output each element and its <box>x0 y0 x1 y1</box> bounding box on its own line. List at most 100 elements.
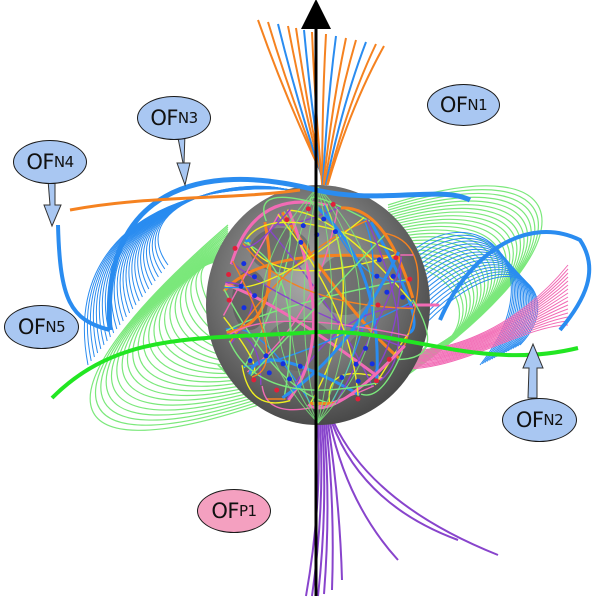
blue-fan-left <box>83 188 329 366</box>
open-field-line-north <box>324 41 367 186</box>
open-field-line-south <box>327 422 343 581</box>
inner-field-line <box>225 327 312 406</box>
footpoint-dot <box>226 297 232 303</box>
footpoint-dot <box>393 255 399 261</box>
label-of-n4-base: OF <box>26 150 54 174</box>
separatrix-orange <box>69 188 301 212</box>
south-open-field-lines <box>305 422 499 597</box>
inner-field-line <box>281 251 400 399</box>
footpoint-dot <box>363 345 368 351</box>
footpoint-dot <box>298 239 304 245</box>
open-field-line-south <box>331 422 459 541</box>
inner-field-line <box>263 196 324 222</box>
inner-field-line <box>248 358 361 397</box>
footpoint-dot <box>232 245 238 251</box>
inner-field-line <box>222 253 403 293</box>
inner-field-line <box>228 340 378 391</box>
separatrix-blue-right <box>438 230 592 332</box>
open-field-line-south <box>333 422 499 556</box>
footpoint-dot <box>241 261 247 267</box>
footpoint-dot <box>266 370 272 376</box>
inner-field-line <box>374 333 410 386</box>
inner-field-line <box>246 207 339 373</box>
label-of-p1-base: OF <box>211 499 239 523</box>
label-of-n3-base: OF <box>150 106 178 130</box>
label-pointers <box>43 132 544 399</box>
inner-field-line <box>313 203 379 384</box>
green-loop-left <box>105 230 259 416</box>
blue-coil-right <box>397 256 526 355</box>
green-loop-left <box>94 226 259 426</box>
inner-field-line <box>227 333 262 385</box>
open-field-line-south <box>325 422 334 591</box>
open-field-line-north <box>322 37 347 186</box>
inner-field-line <box>245 221 400 255</box>
open-field-line-north <box>321 35 337 186</box>
footpoint-dot <box>251 377 257 383</box>
label-of-n1-sub: N1 <box>467 96 488 114</box>
inner-field-line <box>225 278 410 332</box>
open-field-line-south <box>329 422 399 561</box>
inner-field-line <box>227 320 409 337</box>
footpoint-dot <box>374 378 379 384</box>
open-field-line-south <box>317 422 326 597</box>
green-loop-left <box>116 234 259 406</box>
open-field-line-south <box>323 422 329 595</box>
label-of-n2-base: OF <box>515 408 544 432</box>
footpoint-dot <box>339 375 345 380</box>
footpoint-dot <box>376 257 382 263</box>
open-field-line-north <box>326 45 385 186</box>
pointer-n3 <box>176 132 191 187</box>
footpoint-dot <box>384 289 390 295</box>
footpoint-dot <box>247 358 253 364</box>
open-field-line-north <box>326 43 377 186</box>
inner-field-line <box>223 289 334 405</box>
inner-field-line <box>231 260 268 378</box>
inner-field-lines <box>222 186 440 424</box>
separatrix-blue-top <box>106 177 472 331</box>
footpoint-dot <box>375 302 381 308</box>
footpoint-dot <box>407 276 413 282</box>
label-of-n4-sub: N4 <box>53 153 74 171</box>
footpoint-dot <box>390 273 396 279</box>
footpoint-dot <box>274 387 280 393</box>
meridian-line <box>317 186 361 424</box>
green-loop-left <box>89 224 259 431</box>
meridian-line <box>289 186 319 424</box>
footpoint-dot <box>241 305 247 311</box>
label-of-n2-sub: N2 <box>543 411 564 429</box>
footpoint-dot <box>321 216 327 222</box>
blue-coil-right <box>397 261 529 353</box>
footpoint-dot <box>263 353 269 359</box>
footpoint-dot <box>400 294 406 300</box>
meridian-line <box>317 186 347 424</box>
footpoint-dot <box>355 378 361 384</box>
inner-field-line <box>287 209 315 402</box>
footpoint-dot <box>330 201 336 207</box>
footpoint-dot <box>252 293 258 299</box>
meridian-line <box>261 186 319 424</box>
green-loop-left <box>100 228 259 421</box>
inner-field-line <box>225 281 254 345</box>
label-of-n3-sub: N3 <box>177 109 198 127</box>
inner-field-line <box>241 208 291 248</box>
meridian-line <box>303 186 319 424</box>
open-field-line-north <box>321 33 327 186</box>
blue-coil-right <box>397 269 534 349</box>
inner-field-line <box>245 239 400 272</box>
inner-field-line <box>335 256 402 404</box>
footpoint-dot <box>238 283 244 289</box>
footpoint-dot <box>300 223 306 229</box>
meridian-line <box>275 186 319 424</box>
meridian-line <box>317 186 333 424</box>
label-of-n5-sub: N5 <box>45 318 66 336</box>
footpoint-dot <box>353 361 359 367</box>
footpoint-dot <box>332 229 338 235</box>
